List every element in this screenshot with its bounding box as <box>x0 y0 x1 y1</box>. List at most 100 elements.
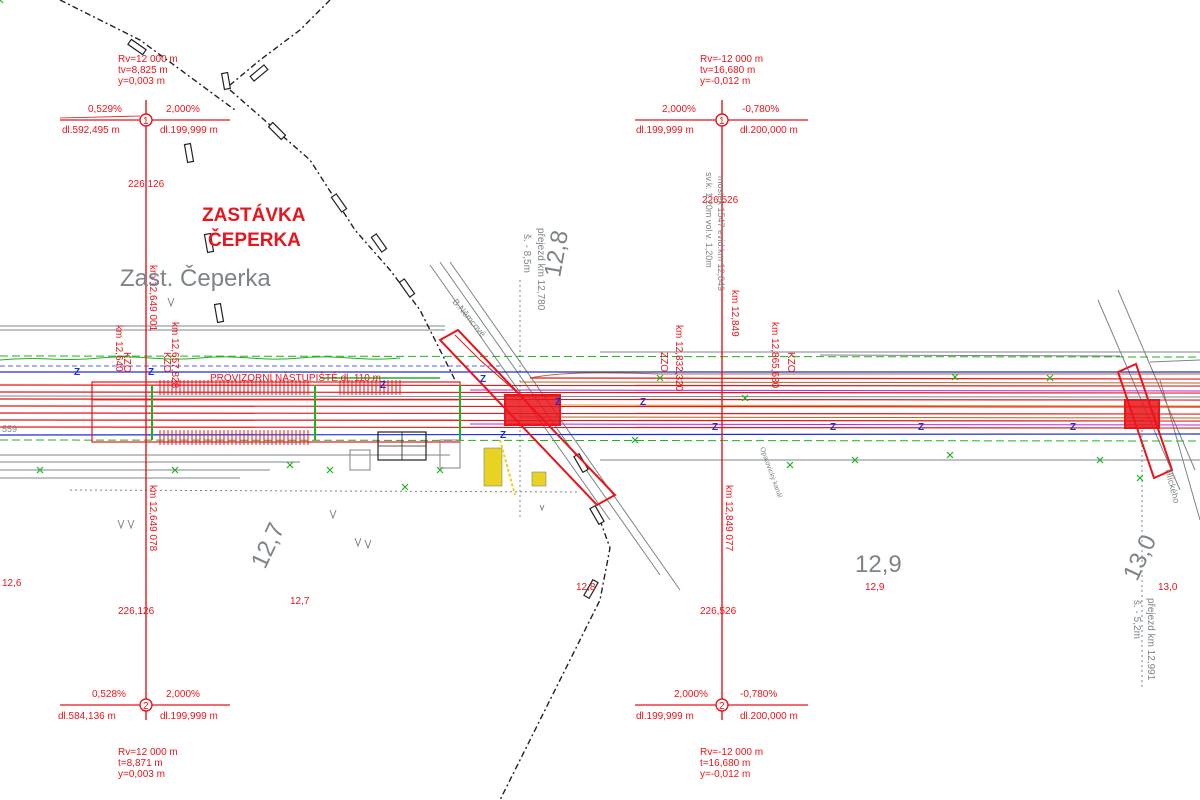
crossing-1-label: přejezd km 12,780 <box>535 228 546 311</box>
green-x-markers <box>0 0 1144 491</box>
curve-point-2-right-number: 2 <box>719 701 725 712</box>
svg-text:Rv=12 000 m: Rv=12 000 m <box>118 54 178 65</box>
svg-text:km 12,640: km 12,640 <box>113 325 124 372</box>
svg-text:Z: Z <box>74 367 80 378</box>
svg-text:dl.592,495 m: dl.592,495 m <box>62 125 120 136</box>
yellow-building <box>531 471 547 487</box>
vertical-curve-left <box>59 100 230 720</box>
curve-point-2-left-number: 2 <box>143 701 149 712</box>
svg-text:tv=8,825 m: tv=8,825 m <box>118 65 168 76</box>
platform-label: PROVIZORNÍ NÁSTUPIŠTĚ dl. 110 m <box>210 371 381 384</box>
svg-text:-0,780%: -0,780% <box>740 689 777 700</box>
svg-text:dl.199,999 m: dl.199,999 m <box>160 125 218 136</box>
platform-posts <box>151 385 461 440</box>
curve-left-top-labels: Rv=12 000 m tv=8,825 m y=0,003 m 0,529% … <box>62 54 218 332</box>
crossing-2-label: přejezd km 12,991 <box>1145 598 1156 681</box>
svg-text:226,126: 226,126 <box>118 606 155 617</box>
svg-text:Z: Z <box>918 422 924 433</box>
curve-right-top-labels: Rv=-12 000 m tv=16,680 m y=-0,012 m 2,00… <box>636 54 798 206</box>
crossing-1-width: š. - 8,5m <box>521 234 532 273</box>
svg-text:km 12,649 001: km 12,649 001 <box>147 265 158 332</box>
svg-text:Rv=12 000 m: Rv=12 000 m <box>118 747 178 758</box>
svg-text:0,528%: 0,528% <box>92 689 126 700</box>
svg-text:226,526: 226,526 <box>700 606 737 617</box>
street-label-hlickeho: Hlíckého <box>1163 468 1182 504</box>
svg-text:Z: Z <box>380 380 386 391</box>
km-big-13-0: 13,0 <box>1118 531 1162 585</box>
svg-text:km 12,849: km 12,849 <box>729 290 740 337</box>
svg-text:ZZO: ZZO <box>658 352 669 372</box>
safety-code-markers: KZO KZO ZZO KZO <box>121 352 796 373</box>
yellow-parking-area <box>483 447 503 487</box>
km-small-13-0: 13,0 <box>1158 582 1178 593</box>
curve-point-2-left <box>139 698 153 712</box>
svg-text:Z: Z <box>555 397 561 408</box>
svg-text:km 12,832,320: km 12,832,320 <box>673 325 684 392</box>
blue-z-markers: Z Z Z Z Z Z Z Z Z Z Z <box>74 367 1076 441</box>
curve-point-2-right <box>715 698 729 712</box>
km-marker-labels: km 12,640 km 12,657,828 km 12,832,320 km… <box>113 290 780 392</box>
curve-point-1-left-number: 1 <box>143 116 149 127</box>
km-big-12-9: 12,9 <box>855 551 902 578</box>
svg-text:KZO: KZO <box>161 352 172 373</box>
svg-text:km 12,657,828: km 12,657,828 <box>169 322 180 389</box>
curve-point-1-right <box>715 113 729 127</box>
station-buildings <box>349 431 547 496</box>
svg-text:-0,780%: -0,780% <box>742 104 779 115</box>
station-title-line2: ČEPERKA <box>208 229 301 251</box>
bridge-label: mostek 1547 evid.km 12,849 <box>716 176 726 291</box>
svg-text:y=-0,012 m: y=-0,012 m <box>700 769 750 780</box>
curve-left-bottom-labels: 0,528% 2,000% dl.584,136 m dl.199,999 m … <box>58 485 218 780</box>
svg-text:y=-0,012 m: y=-0,012 m <box>700 76 750 87</box>
svg-text:Rv=-12 000 m: Rv=-12 000 m <box>700 747 763 758</box>
svg-text:226,126: 226,126 <box>128 179 165 190</box>
station-title-line1: ZASTÁVKA <box>202 204 306 226</box>
svg-text:KZO: KZO <box>121 352 132 373</box>
km-small-12-6: 12,6 <box>2 578 22 589</box>
svg-text:Z: Z <box>830 422 836 433</box>
code-label-left: 559 <box>2 424 17 434</box>
crossing-1 <box>438 328 617 507</box>
cadastral-boundary-lines <box>59 0 611 800</box>
svg-text:Z: Z <box>640 397 646 408</box>
curve-point-1-right-number: 1 <box>719 116 725 127</box>
km-small-12-7: 12,7 <box>290 596 310 607</box>
station-map-label: Zast. Čeperka <box>120 264 271 292</box>
svg-text:km 12,849 077: km 12,849 077 <box>723 485 734 552</box>
channel-label: Opatovický kanál <box>758 446 783 499</box>
boundary-block-markers <box>127 38 605 600</box>
svg-text:t=16,680 m: t=16,680 m <box>700 758 750 769</box>
svg-text:t=8,871 m: t=8,871 m <box>118 758 163 769</box>
svg-text:km 12,865,680: km 12,865,680 <box>769 322 780 389</box>
svg-text:dl.199,999 m: dl.199,999 m <box>160 711 218 722</box>
svg-text:dl.200,000 m: dl.200,000 m <box>740 125 798 136</box>
crossing-2-width: š. - 5,2m <box>1131 600 1142 639</box>
km-small-12-9: 12,9 <box>865 582 885 593</box>
crossing-2 <box>1116 362 1174 480</box>
svg-text:2,000%: 2,000% <box>166 689 200 700</box>
svg-text:2,000%: 2,000% <box>674 689 708 700</box>
bridge-dimensions: sv.k. 1,20m vol.v. 1,20m <box>704 172 714 268</box>
svg-text:Z: Z <box>712 422 718 433</box>
svg-text:tv=16,680 m: tv=16,680 m <box>700 65 755 76</box>
svg-text:226,526: 226,526 <box>702 195 739 206</box>
svg-text:Z: Z <box>480 374 486 385</box>
svg-text:0,529%: 0,529% <box>88 104 122 115</box>
svg-text:KZO: KZO <box>785 352 796 373</box>
vertical-curve-right <box>635 100 808 720</box>
curve-point-1-left <box>139 113 153 127</box>
svg-text:Rv=-12 000 m: Rv=-12 000 m <box>700 54 763 65</box>
svg-text:Z: Z <box>500 430 506 441</box>
svg-text:y=0,003 m: y=0,003 m <box>118 769 165 780</box>
svg-text:Z: Z <box>148 367 154 378</box>
svg-text:2,000%: 2,000% <box>166 104 200 115</box>
svg-text:dl.199,999 m: dl.199,999 m <box>636 711 694 722</box>
curve-right-bottom-labels: 2,000% -0,780% dl.199,999 m dl.200,000 m… <box>636 485 798 780</box>
km-big-12-7: 12,7 <box>246 519 290 573</box>
svg-text:y=0,003 m: y=0,003 m <box>118 76 165 87</box>
svg-text:km 12,649 078: km 12,649 078 <box>147 485 158 552</box>
svg-text:dl.199,999 m: dl.199,999 m <box>636 125 694 136</box>
svg-text:Z: Z <box>1070 422 1076 433</box>
km-small-12-8: 12,8 <box>576 582 596 593</box>
